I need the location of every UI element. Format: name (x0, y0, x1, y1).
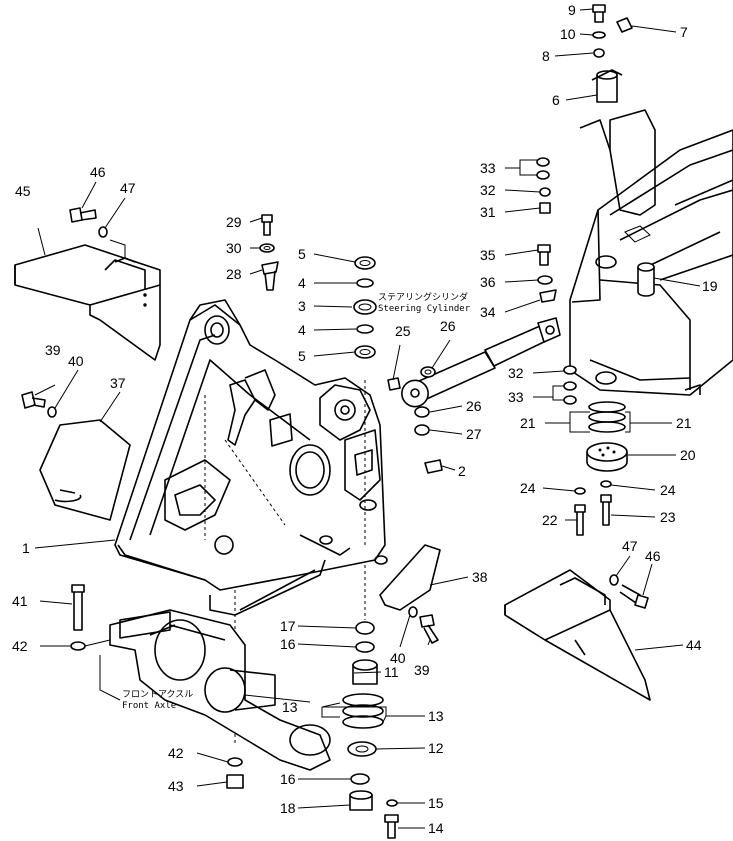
callout-11: 11 (384, 664, 399, 680)
callout-27: 27 (466, 426, 482, 442)
callout-36: 36 (480, 274, 496, 290)
callout-33: 33 (480, 160, 496, 176)
callout-21: 21 (520, 415, 536, 431)
callout-1: 1 (22, 540, 30, 556)
callout-41: 41 (12, 593, 28, 609)
callout-5: 5 (298, 348, 306, 364)
callout-19: 19 (702, 278, 718, 294)
callout-13: 13 (282, 699, 298, 715)
callout-4: 4 (298, 275, 306, 291)
callout-labels: 1 2 3 4 4 5 5 6 7 8 9 10 11 12 13 13 14 … (12, 2, 718, 836)
callout-16: 16 (280, 771, 296, 787)
callout-42: 42 (168, 745, 184, 761)
callout-17: 17 (280, 618, 296, 634)
callout-5: 5 (298, 246, 306, 262)
callout-34: 34 (480, 304, 496, 320)
cover-44 (504, 569, 651, 701)
callout-40: 40 (390, 650, 406, 666)
callout-9: 9 (568, 2, 576, 18)
callout-39: 39 (45, 342, 61, 358)
callout-26: 26 (466, 398, 482, 414)
callout-31: 31 (480, 204, 496, 220)
callout-28: 28 (226, 266, 242, 282)
callout-13: 13 (428, 708, 444, 724)
front-frame (114, 299, 388, 745)
plate-37 (39, 419, 131, 521)
callout-40: 40 (68, 353, 84, 369)
callout-22: 22 (542, 512, 558, 528)
plate-38 (379, 544, 441, 611)
front-axle-caption-jp: フロントアクスル (122, 689, 193, 700)
callout-3: 3 (298, 298, 306, 314)
callout-46: 46 (645, 548, 661, 564)
callout-38: 38 (472, 569, 488, 585)
cover-45 (14, 244, 161, 361)
callout-47: 47 (622, 538, 638, 554)
callout-29: 29 (226, 214, 242, 230)
callout-32: 32 (508, 365, 524, 381)
callout-35: 35 (480, 247, 496, 263)
front-axle-caption-en: Front Axle (122, 701, 176, 711)
callout-32: 32 (480, 182, 496, 198)
leader-lines (34, 8, 701, 829)
callout-16: 16 (280, 636, 296, 652)
callout-4: 4 (298, 322, 306, 338)
steering-cylinder (401, 317, 561, 408)
callout-7: 7 (680, 24, 688, 40)
callout-47: 47 (120, 180, 136, 196)
callout-24: 24 (660, 482, 676, 498)
callout-44: 44 (686, 637, 702, 653)
callout-6: 6 (552, 92, 560, 108)
steering-cylinder-caption-en: Steering Cylinder (378, 304, 471, 314)
callout-23: 23 (660, 509, 676, 525)
callout-42: 42 (12, 638, 28, 654)
callout-30: 30 (226, 240, 242, 256)
callout-26: 26 (440, 318, 456, 334)
callout-10: 10 (560, 26, 576, 42)
callout-46: 46 (90, 164, 106, 180)
callout-39: 39 (414, 662, 430, 678)
callout-43: 43 (168, 778, 184, 794)
callout-45: 45 (15, 183, 31, 199)
callout-15: 15 (428, 795, 444, 811)
captions: ステアリングシリンダ Steering Cylinder フロントアクスル Fr… (122, 291, 471, 711)
callout-2: 2 (458, 463, 466, 479)
callout-14: 14 (428, 820, 444, 836)
callout-24: 24 (520, 480, 536, 496)
callout-37: 37 (110, 375, 126, 391)
callout-20: 20 (680, 447, 696, 463)
rear-frame (569, 109, 733, 396)
callout-12: 12 (428, 740, 444, 756)
front-axle (109, 609, 331, 771)
callout-33: 33 (508, 389, 524, 405)
callout-21: 21 (676, 415, 692, 431)
callout-18: 18 (280, 800, 296, 816)
callout-25: 25 (395, 323, 411, 339)
callout-8: 8 (542, 48, 550, 64)
steering-cylinder-caption-jp: ステアリングシリンダ (378, 291, 468, 303)
